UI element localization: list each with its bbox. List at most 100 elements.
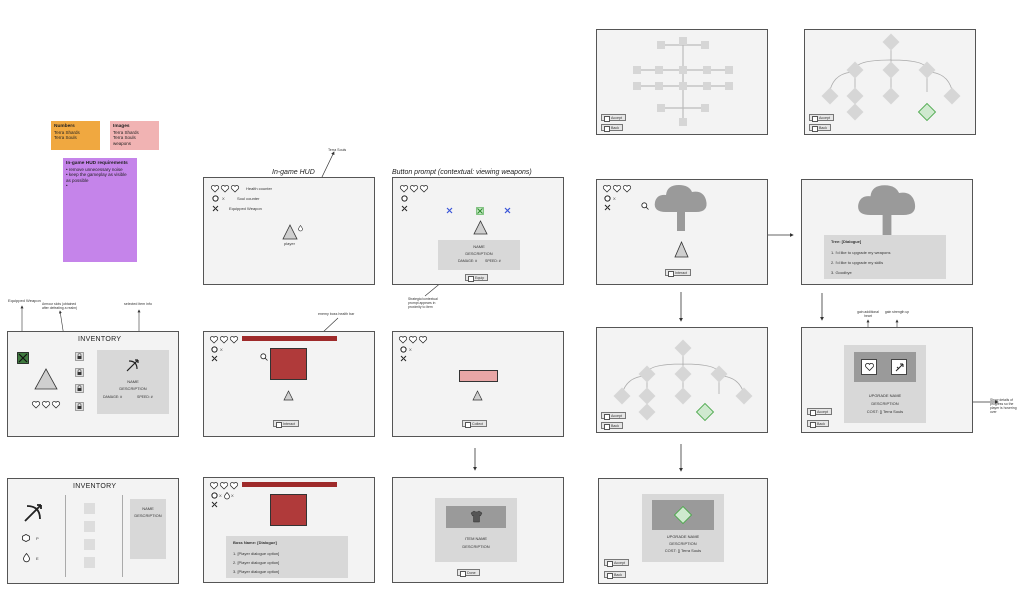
upgrade-cost: COST: [] Terra Souls (866, 409, 904, 414)
sticky-line: • keep the gameplay as visible (66, 172, 127, 177)
item-obtained-frame: ITEM NAME DESCRIPTION Done (392, 477, 564, 583)
inventory-slot[interactable] (84, 503, 95, 514)
prompt-frame: NAME DESCRIPTION DAMAGE: # SPEED: # Equi… (392, 177, 564, 285)
item-description: DESCRIPTION (119, 386, 147, 391)
upgrade-description: DESCRIPTION (871, 401, 899, 406)
player-triangle (674, 240, 689, 258)
armour-slot-lock-icon[interactable] (75, 402, 84, 411)
armour-slot-lock-icon[interactable] (75, 384, 84, 393)
armour-slot-lock-icon[interactable] (75, 368, 84, 377)
divider (122, 495, 123, 577)
hexagon-icon (22, 534, 30, 542)
dialogue-option[interactable]: 1. I'd like to upgrade my weapons (831, 250, 891, 255)
accept-button[interactable]: Accept (601, 412, 626, 420)
collect-button[interactable]: Collect (462, 420, 487, 428)
dialogue-option[interactable]: 2. I'd like to upgrade my skills (831, 260, 884, 265)
sword-icon (400, 355, 407, 362)
sticky-line: Terra Souls (54, 135, 77, 140)
drop-icon (224, 491, 230, 500)
equipped-weapon-slot-icon[interactable] (17, 352, 29, 364)
sword-icon (211, 355, 218, 362)
hud-frame-title: In-game HUD (272, 169, 315, 176)
weapon-info-panel: NAME DESCRIPTION DAMAGE: # SPEED: # (438, 240, 520, 270)
interact-button[interactable]: Interact (273, 420, 299, 428)
skill-tree-diagram (613, 339, 753, 422)
upgrade-image (854, 352, 916, 382)
inventory-frame-2: INVENTORY P E NAME DESCRIPTION (7, 478, 179, 584)
sticky-line: weapons (113, 140, 132, 146)
sword-icon (401, 205, 408, 212)
sticky-line: Terra Shards (54, 129, 80, 135)
accept-button[interactable]: Accept (807, 408, 832, 416)
item-card: ITEM NAME DESCRIPTION (435, 498, 517, 562)
dialogue-option[interactable]: 3. [Player dialogue option] (233, 569, 280, 574)
bow-icon (24, 504, 42, 522)
done-button[interactable]: Done (457, 569, 480, 577)
upgrade-frame: UPGRADE NAME DESCRIPTION COST: [] Terra … (598, 478, 768, 584)
inventory-frame: INVENTORY NAME DESCRIPTION DAMAGE: # SPE… (7, 331, 179, 437)
back-button[interactable]: Back (807, 420, 829, 428)
inventory-slot[interactable] (84, 521, 95, 532)
skill-tree-diagram (821, 33, 961, 122)
soul-count: X (219, 493, 222, 498)
collectible-block (459, 370, 498, 382)
annotation-show-details: Show details of progress so the player i… (990, 398, 1017, 414)
annotation-terra-souls: Terra Souls (328, 148, 347, 152)
sword-icon (604, 204, 611, 211)
upgrade-card: UPGRADE NAME DESCRIPTION COST: [] Terra … (844, 345, 926, 423)
inventory-slot[interactable] (84, 557, 95, 568)
item-damage: DAMAGE: # (103, 395, 123, 399)
back-button[interactable]: Back (809, 124, 831, 132)
accept-button[interactable]: Accept (604, 559, 629, 567)
drop-icon (23, 552, 30, 563)
sticky-title: Numbers (54, 124, 75, 129)
equip-button[interactable]: Equip (465, 274, 489, 282)
weapon-option-highlighted-icon[interactable] (476, 207, 484, 215)
sticky-hud-requirements: In-game HUD requirements • remove unnece… (63, 158, 137, 262)
inventory-slot[interactable] (84, 539, 95, 550)
upgrade-cost: COST: [] Terra Souls (664, 548, 702, 553)
interact-button[interactable]: Interact (665, 269, 691, 277)
boss-health-bar (242, 482, 337, 487)
sticky-line: • remove unnecessary noise (66, 166, 123, 172)
sword-icon (212, 205, 219, 212)
item-speed: SPEED: # (137, 395, 153, 399)
dialogue-title: Boss Name: [Dialogue] (233, 540, 277, 545)
inventory-hearts (31, 401, 61, 409)
dialogue-option[interactable]: 1. [Player dialogue option] (233, 551, 280, 556)
hud-hearts (398, 336, 428, 344)
sticky-line: as possible (66, 177, 89, 183)
item-description: DESCRIPTION (134, 513, 162, 518)
back-button[interactable]: Back (601, 422, 623, 430)
accept-button[interactable]: Accept (809, 114, 834, 122)
annotation-equipped-weapon: Equipped Weapon (8, 298, 41, 303)
dialogue-option[interactable]: 3. Goodbye (831, 270, 852, 275)
back-button[interactable]: Back (604, 571, 626, 579)
armour-slot-lock-icon[interactable] (75, 352, 84, 361)
hud-hearts (210, 185, 240, 193)
dialogue-option[interactable]: 2. [Player dialogue option] (233, 560, 280, 565)
boss-health-bar (242, 336, 337, 341)
sword-icon (211, 501, 218, 508)
hud-frame: Health counter X Soul counter Equipped W… (203, 177, 375, 285)
sticky-line: Terra Souls (113, 135, 136, 140)
tree-icon (654, 185, 707, 231)
weapon-option-left-icon[interactable] (446, 207, 453, 214)
stat-label-e: E (36, 556, 39, 561)
strength-upgrade-tile[interactable] (891, 359, 907, 375)
player-triangle (473, 220, 488, 235)
magnifier-icon (260, 353, 268, 361)
sticky-images: Images Terra Shards Terra Souls weapons (110, 121, 159, 150)
skill-tree-diagram (633, 37, 733, 126)
soul-icon (211, 346, 218, 353)
back-button[interactable]: Back (601, 124, 623, 132)
upgrade-description: DESCRIPTION (669, 541, 697, 546)
weapon-damage: DAMAGE: # (458, 259, 478, 263)
boss-block (270, 494, 307, 526)
accept-button[interactable]: Accept (601, 114, 626, 122)
strength-icon (895, 363, 904, 372)
heart-upgrade-tile[interactable] (861, 359, 877, 375)
weapon-option-right-icon[interactable] (504, 207, 511, 214)
hud-hearts (209, 482, 239, 490)
upgrade-name: UPGRADE NAME (868, 393, 902, 398)
